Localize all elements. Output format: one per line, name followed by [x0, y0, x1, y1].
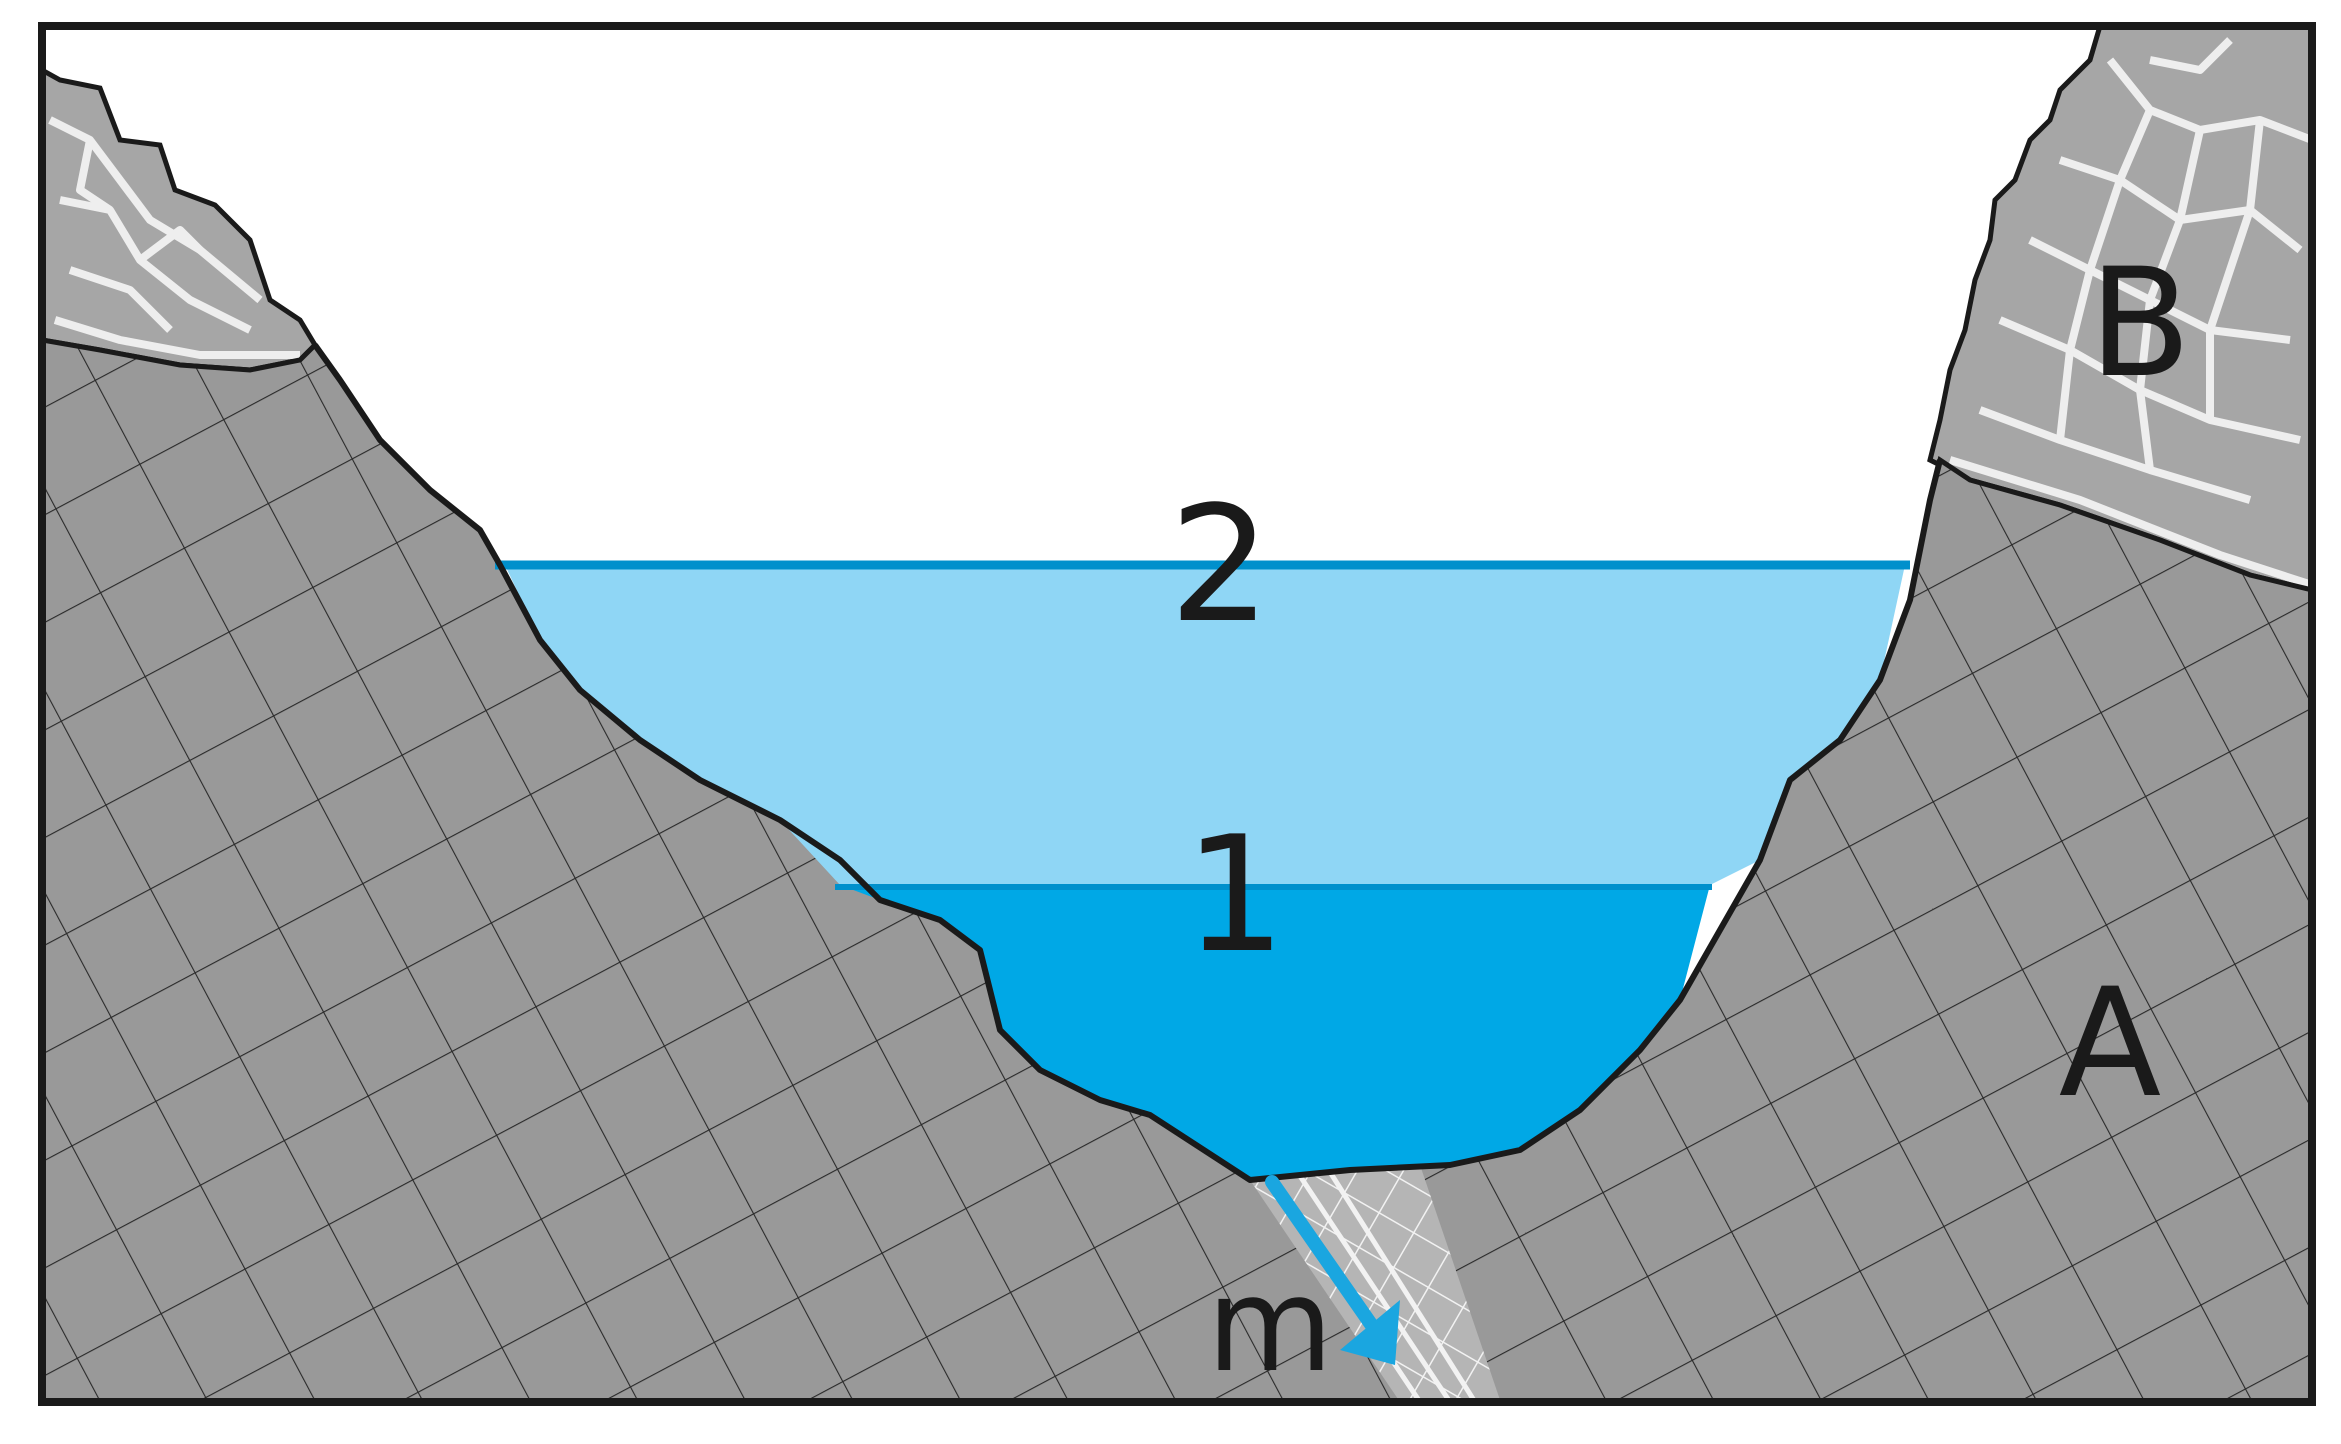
water-upper [505, 565, 1905, 885]
water-lower [840, 885, 1710, 1180]
valley-outline [312, 343, 1943, 1183]
label-rock-a: A [2059, 957, 2162, 1131]
label-water-level-2: 2 [1169, 471, 1271, 658]
frame-border [38, 22, 2316, 1406]
rock-b-left-fractures [48, 116, 300, 359]
label-water-level-1: 1 [1184, 801, 1286, 988]
seepage-arrow [1265, 1175, 1400, 1365]
rock-b-right-fractures [1948, 37, 2312, 589]
label-rock-b: B [2089, 237, 2192, 411]
label-seepage: m [1207, 1249, 1334, 1401]
